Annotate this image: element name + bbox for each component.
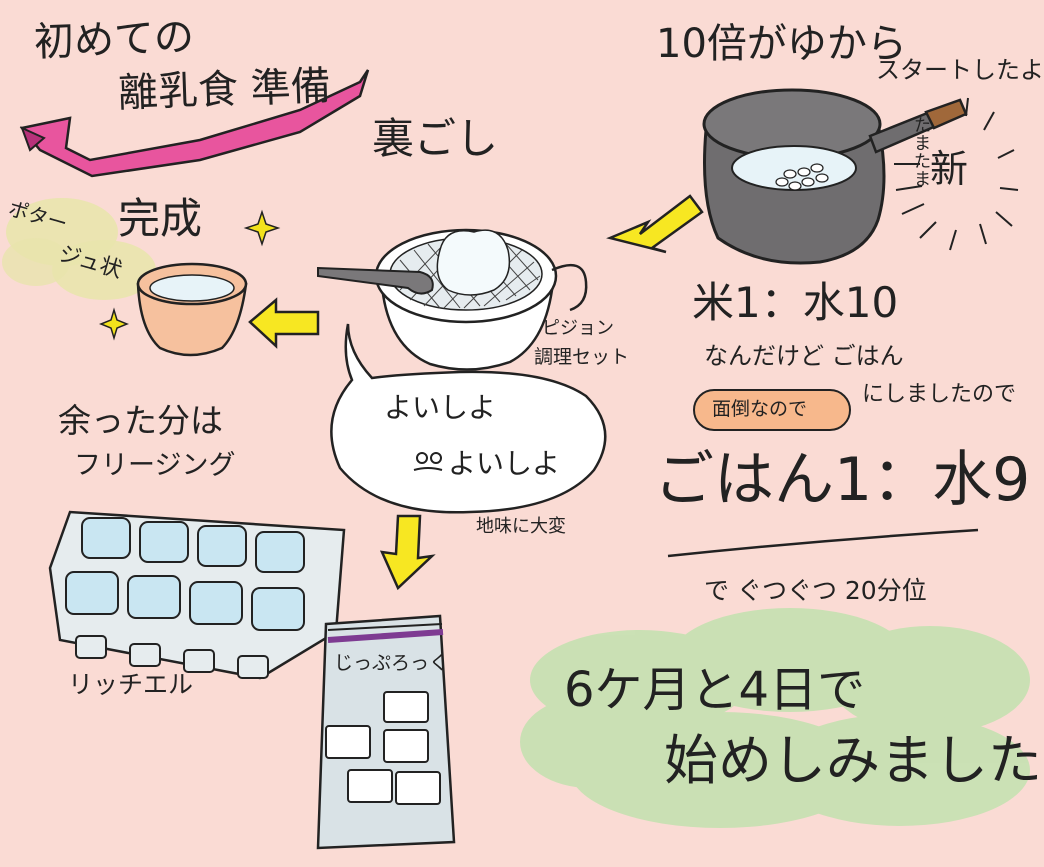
speech-bubble-icon (330, 323, 607, 514)
green-cloud (520, 608, 1030, 828)
pigeon-line1: ピジョン (542, 318, 614, 339)
hajime-line2: 始めしみました (664, 729, 1042, 792)
jimi-label: 地味に大変 (476, 516, 566, 537)
underline (667, 528, 979, 558)
nandakedo-label: なんだけど ごはん (704, 342, 904, 370)
gutsu-label: で ぐつぐつ 20分位 (704, 576, 927, 605)
arrow-icon (248, 297, 320, 349)
title-line1: 初めての (33, 14, 195, 66)
arrow-icon (379, 514, 436, 591)
jippu-label: じっぷろっく (334, 652, 449, 674)
kansei-label: 完成 (118, 194, 203, 243)
strainer-icon (317, 228, 588, 371)
freezer-bag-icon (316, 614, 456, 850)
sweat-face-icon (413, 452, 443, 471)
sparkle-icon (98, 209, 281, 341)
ribbon-icon (19, 69, 370, 178)
mendou-label: 面倒なので (712, 398, 808, 420)
potage-cloud (2, 198, 156, 300)
shin-label: 新 (930, 147, 969, 191)
pot-icon (702, 88, 968, 265)
ice-tray-icon (48, 510, 346, 680)
gohan-mizu-ratio: ごはん1：水9 (654, 445, 1031, 515)
hajime-line1: 6ケ月と4日で (564, 662, 866, 718)
pigeon-line2: 調理セット (534, 346, 630, 368)
uragoshi-label: 裏ごし (372, 114, 499, 163)
richell-label: リッチエル (68, 670, 194, 699)
juubai-line1: 10倍がゆから (656, 21, 907, 67)
arrow-icon (606, 194, 704, 254)
amatta-line2: フリージング (74, 450, 236, 481)
shine-lines (894, 97, 1019, 251)
tamatama-label: たまたま (914, 116, 931, 190)
kome-mizu-ratio: 米1：水10 (692, 278, 899, 327)
yoisho-line1: よいしよ (384, 391, 497, 424)
nishimashita-label: にしましたので (862, 382, 1017, 407)
orange-pill (693, 389, 851, 431)
amatta-line1: 余った分は (58, 401, 223, 440)
yoisho-line2: よいしよ (448, 447, 561, 480)
cup-icon (136, 262, 248, 357)
title-line2: 離乳食 準備 (117, 63, 332, 117)
juubai-line2: スタートしたよ (876, 56, 1044, 84)
